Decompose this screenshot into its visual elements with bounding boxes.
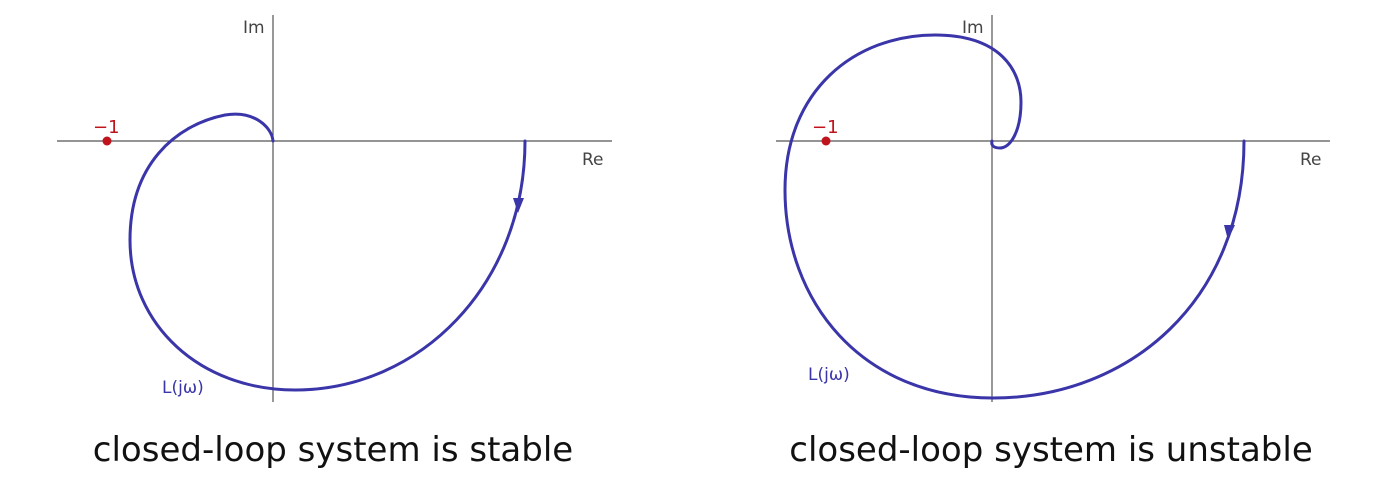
nyquist-figure: Im Re −1 L(jω) Im Re −1 L(jω) (57, 15, 1330, 402)
real-axis-label: Re (1300, 150, 1322, 170)
critical-point-marker (821, 136, 831, 146)
imaginary-axis-label: Im (962, 18, 984, 38)
direction-arrow (1224, 225, 1235, 240)
nyquist-curve (783, 33, 1246, 400)
caption-stable: closed-loop system is stable (92, 430, 574, 470)
critical-point-marker (102, 136, 112, 146)
nyquist-plot-unstable: Im Re −1 L(jω) (776, 15, 1330, 402)
curve-label: L(jω) (162, 378, 204, 398)
imaginary-axis-label: Im (243, 18, 265, 38)
critical-point-label: −1 (93, 117, 120, 138)
nyquist-plot-stable: Im Re −1 L(jω) (57, 15, 612, 402)
critical-point-label: −1 (812, 117, 839, 138)
nyquist-curve (128, 112, 527, 392)
real-axis-label: Re (582, 150, 604, 170)
direction-arrow (513, 198, 524, 213)
curve-label: L(jω) (808, 365, 850, 385)
caption-unstable: closed-loop system is unstable (789, 430, 1313, 470)
